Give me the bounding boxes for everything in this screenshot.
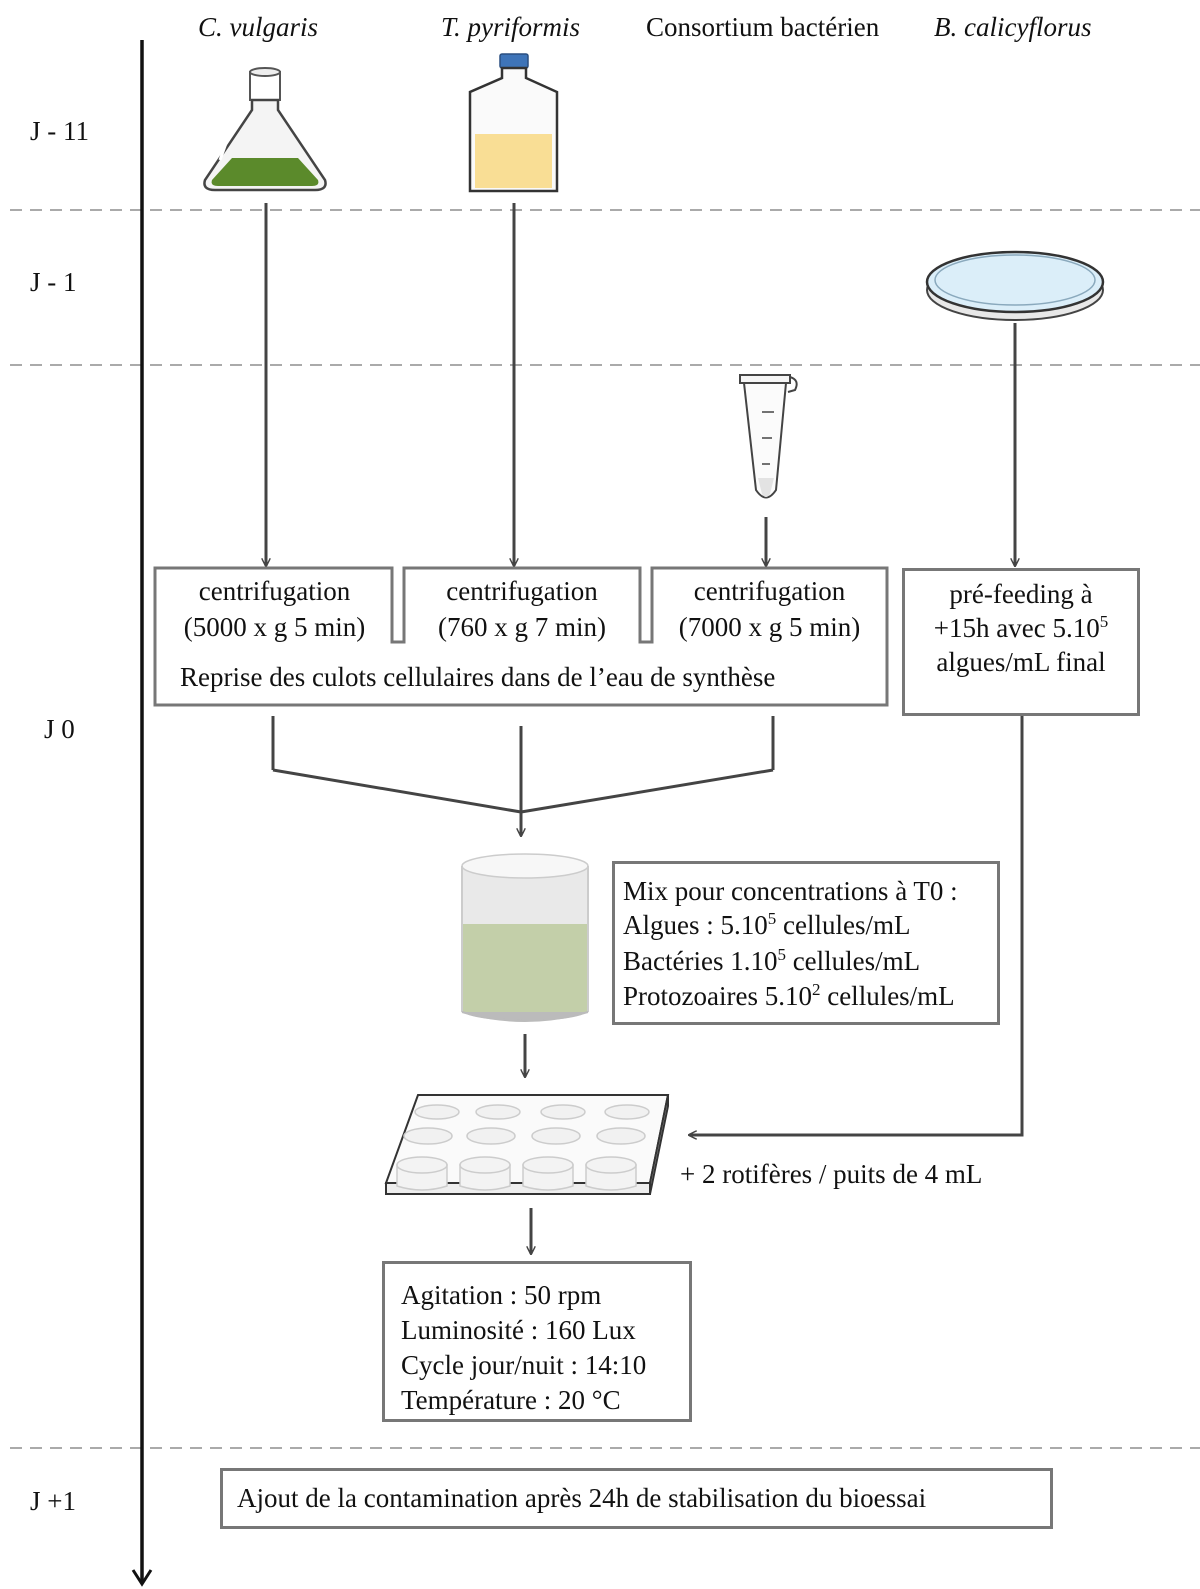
- prefeeding-box: pré-feeding à +15h avec 5.105 algues/mL …: [902, 568, 1140, 716]
- centrifugation-group-outline: [153, 566, 889, 707]
- well-plate-icon: [384, 1094, 670, 1195]
- centrifugation-title-3: centrifugation: [693, 576, 846, 606]
- arrow-prefeeding-plate: [689, 716, 1024, 1135]
- label-t-pyriformis: T. pyriformis: [441, 12, 581, 42]
- mix-line-algues: Algues : 5.105 cellules/mL: [623, 909, 911, 940]
- culture-bottle-icon: [468, 53, 559, 193]
- erlenmeyer-flask-icon: [203, 67, 327, 192]
- condition-cycle: Cycle jour/nuit : 14:10: [401, 1350, 647, 1380]
- mix-title: Mix pour concentrations à T0 :: [623, 876, 958, 906]
- centrifugation-title-2: centrifugation: [446, 576, 598, 606]
- centrifugation-params-3: (7000 x g 5 min): [678, 612, 861, 642]
- day-label-j1: J - 1: [30, 267, 77, 297]
- label-b-calicyflorus: B. calicyflorus: [934, 12, 1092, 42]
- mix-line-protozoaires: Protozoaires 5.102 cellules/mL: [623, 980, 955, 1011]
- label-consortium: Consortium bactérien: [646, 12, 880, 42]
- prefeeding-line-3: algues/mL final: [936, 647, 1106, 677]
- centrifugation-params-1: (5000 x g 5 min): [183, 612, 366, 642]
- day-label-j0: J 0: [44, 714, 75, 744]
- day-label-j11: J - 11: [30, 116, 89, 146]
- microtube-icon: [739, 374, 798, 499]
- centrifugation-params-2: (760 x g 7 min): [438, 612, 606, 642]
- mix-line-bacteries: Bactéries 1.105 cellules/mL: [623, 945, 921, 976]
- condition-luminosite: Luminosité : 160 Lux: [401, 1315, 636, 1345]
- day-label-jp1: J +1: [30, 1486, 76, 1516]
- contamination-box: Ajout de la contamination après 24h de s…: [220, 1468, 1053, 1529]
- day-separators: [10, 209, 1200, 1449]
- beaker-icon: [461, 853, 589, 1022]
- merge-connector: [271, 716, 775, 836]
- rotifers-label: + 2 rotifères / puits de 4 mL: [680, 1159, 983, 1189]
- condition-temperature: Température : 20 °C: [401, 1385, 621, 1415]
- prefeeding-line-1: pré-feeding à: [949, 579, 1093, 609]
- source-arrows: [266, 203, 1015, 566]
- prefeeding-line-2: +15h avec 5.105: [933, 612, 1109, 643]
- label-c-vulgaris: C. vulgaris: [198, 12, 319, 42]
- centrifugation-title-1: centrifugation: [198, 576, 351, 606]
- petri-dish-icon: [925, 250, 1105, 321]
- conditions-box: Agitation : 50 rpm Luminosité : 160 Lux …: [382, 1261, 692, 1422]
- reprise-text: Reprise des culots cellulaires dans de l…: [180, 662, 776, 692]
- condition-agitation: Agitation : 50 rpm: [401, 1280, 602, 1310]
- contamination-text: Ajout de la contamination après 24h de s…: [237, 1483, 927, 1513]
- mix-concentrations-box: Mix pour concentrations à T0 : Algues : …: [612, 861, 1000, 1025]
- timeline-axis: [131, 40, 153, 1587]
